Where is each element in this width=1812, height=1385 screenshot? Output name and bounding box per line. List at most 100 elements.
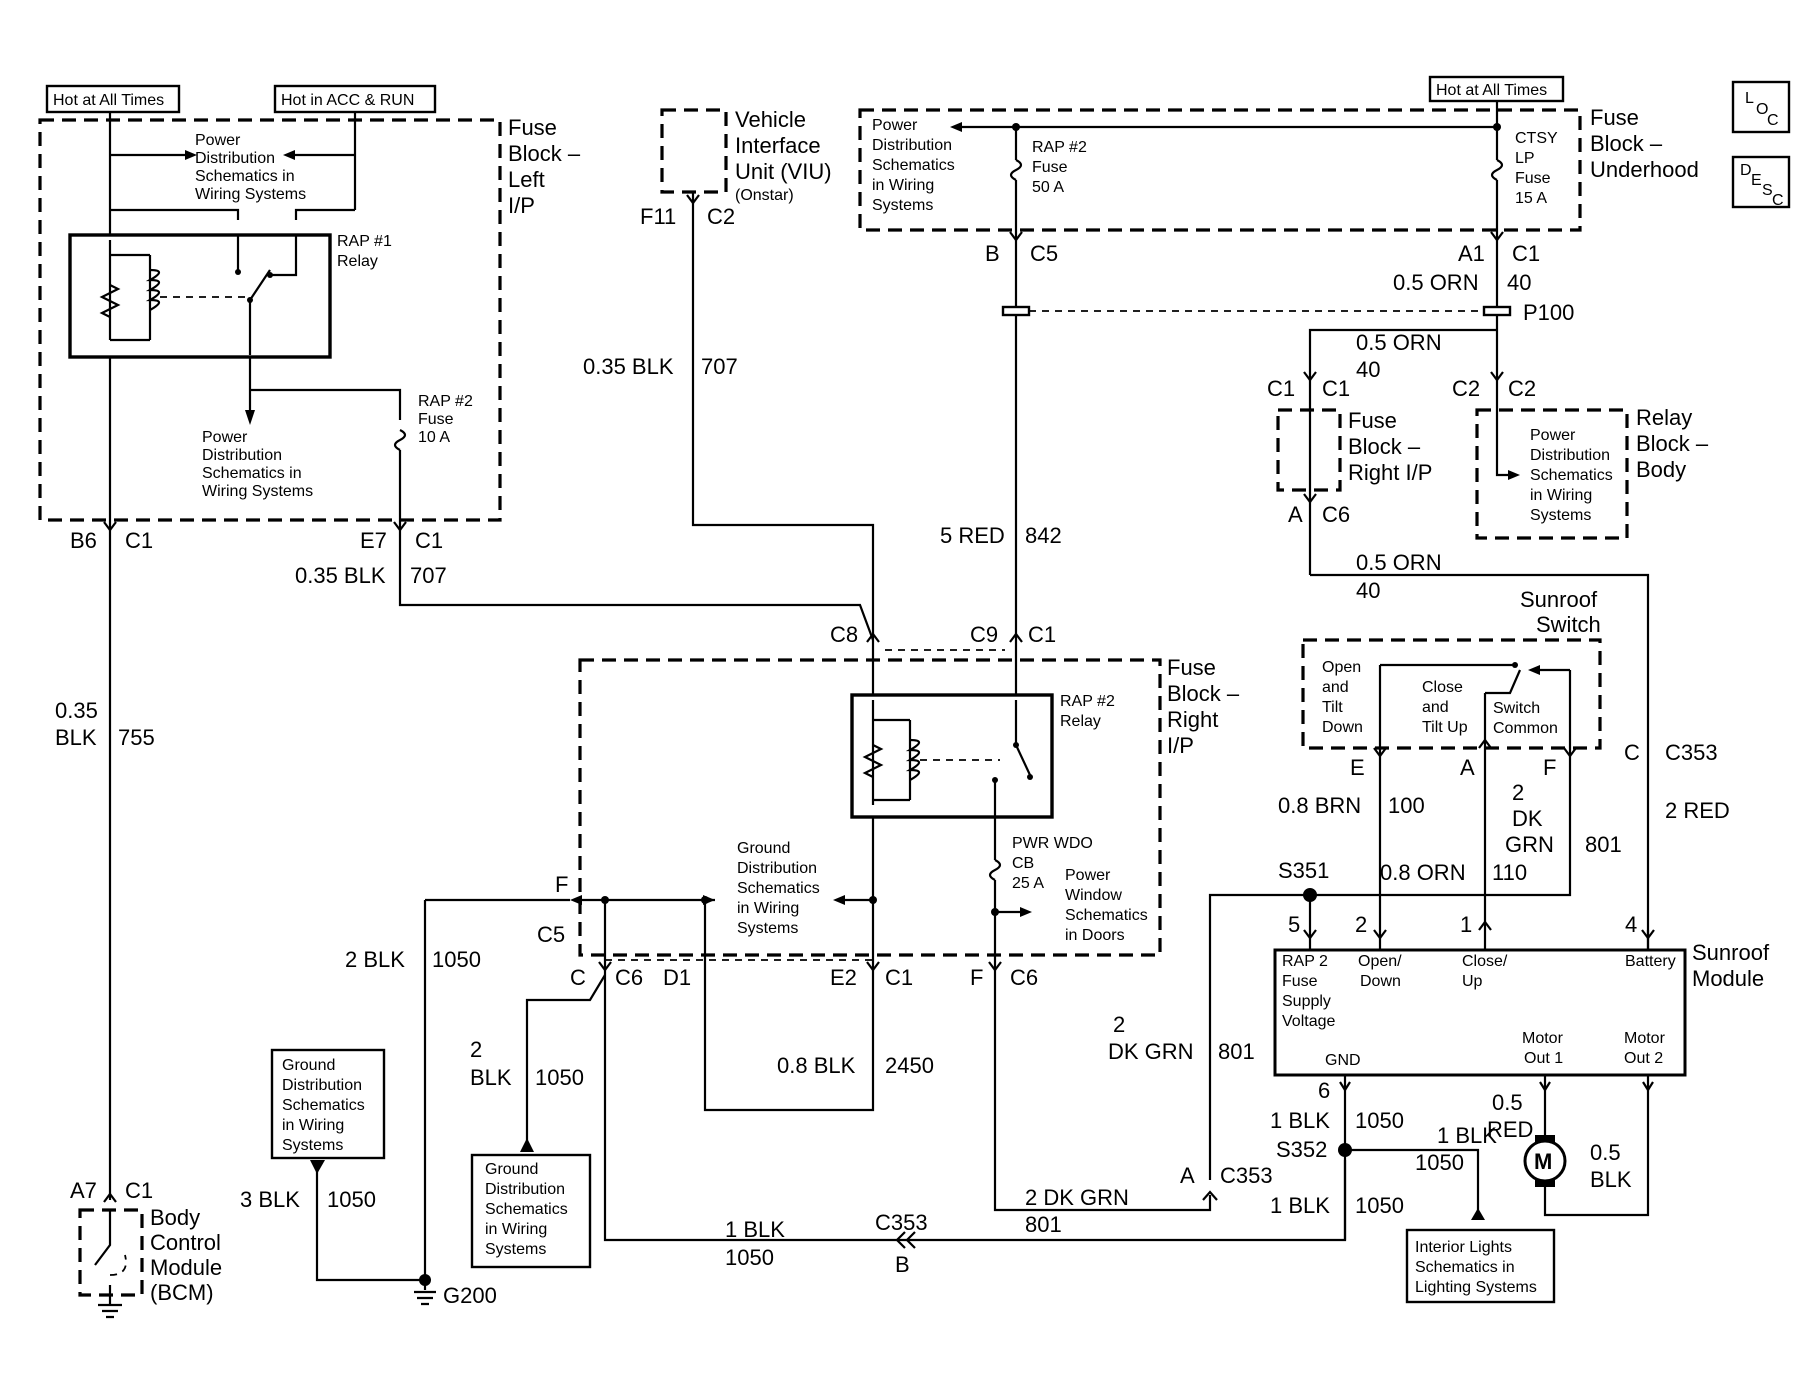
pw-label-4: in Doors <box>1065 927 1125 944</box>
relay-resistor <box>99 284 121 318</box>
fb-rt-title-3: Right I/P <box>1348 460 1432 485</box>
sw-title-2: Switch <box>1536 612 1601 637</box>
desc-symbol <box>1731 155 1791 209</box>
pin-c-c6: C <box>570 965 586 990</box>
conn-c353-c: C353 <box>875 1210 928 1235</box>
fb-rt-title-2: Block – <box>1348 434 1421 459</box>
wire-100-gauge: 0.8 BRN <box>1278 793 1361 818</box>
rap1-relay-label-1: RAP #1 <box>337 233 392 250</box>
rb-pd-1: Power <box>1530 427 1576 444</box>
pd-bot-3: Schematics in <box>202 465 302 482</box>
viu-title-1: Vehicle <box>735 107 806 132</box>
rap2-fuse10-label-1: RAP #2 <box>418 393 473 410</box>
uh-fuse-b-1: CTSY <box>1515 130 1558 147</box>
sw-open-1: Open <box>1322 659 1361 676</box>
rap1-relay-box <box>68 233 332 359</box>
rap2-relay-box <box>850 693 1054 819</box>
conn-c353-b: C353 <box>1220 1163 1273 1188</box>
wire-1050c-number: 1050 <box>1355 1108 1404 1133</box>
wire-801c-gauge: 2 DK GRN <box>1025 1185 1129 1210</box>
pin-d1: D1 <box>663 965 691 990</box>
wire-1050e-number: 1050 <box>1415 1150 1464 1175</box>
loc-desc-symbols: L O C D E S C <box>1731 80 1791 209</box>
wire-100-number: 100 <box>1388 793 1425 818</box>
wire-1050b-gauge-2: BLK <box>470 1065 512 1090</box>
desc-s: S <box>1762 182 1773 199</box>
sunroof-switch-outline <box>1301 638 1602 750</box>
fbr-gd-2: Distribution <box>737 860 817 877</box>
rap2-relay-label-2: Relay <box>1060 713 1101 730</box>
desc-e: E <box>1751 172 1762 189</box>
wire-2450-number: 2450 <box>885 1053 934 1078</box>
rb-pd-4: in Wiring <box>1530 487 1592 504</box>
module-p1-3: Supply <box>1282 993 1331 1010</box>
rap1-relay-label-2: Relay <box>337 253 378 270</box>
rap2-relay-label-1: RAP #2 <box>1060 693 1115 710</box>
sunroof-switch: Sunroof Switch Open and Tilt Down Close … <box>1208 587 1730 1180</box>
relay-block-body-outline <box>1475 408 1629 540</box>
fuse-block-left-title-4: I/P <box>508 193 535 218</box>
pd-bot-1: Power <box>202 429 248 446</box>
sw-close-3: Tilt Up <box>1422 719 1468 736</box>
splice-s351: S351 <box>1278 858 1329 883</box>
loc-l: L <box>1745 90 1754 107</box>
wire-707a-gauge: 0.35 BLK <box>295 563 386 588</box>
conn-c1-f: C1 <box>1267 376 1295 401</box>
pin-a1: A1 <box>1458 241 1485 266</box>
conn-c6-c: C6 <box>1010 965 1038 990</box>
module-gnd: GND <box>1325 1052 1361 1069</box>
wire-1050d-gauge: 1 BLK <box>1270 1193 1330 1218</box>
rb-pd-2: Distribution <box>1530 447 1610 464</box>
loc-o: O <box>1756 101 1768 118</box>
fb-right-title-1: Fuse <box>1167 655 1216 680</box>
conn-c8: C8 <box>830 622 858 647</box>
sw-open-2: and <box>1322 679 1349 696</box>
wire-801a-number: 801 <box>1585 832 1622 857</box>
viu-conn-c2: C2 <box>707 204 735 229</box>
conn-c5: C5 <box>1030 241 1058 266</box>
module-p3-2: Up <box>1462 973 1483 990</box>
conn-c1-h: C1 <box>885 965 913 990</box>
wire-40b-number: 40 <box>1356 357 1380 382</box>
gd-b-1: Ground <box>485 1161 538 1178</box>
uh-fuse-a-2: Fuse <box>1032 159 1068 176</box>
wire-755-gauge-1: 0.35 <box>55 698 98 723</box>
fb-right-title-4: I/P <box>1167 733 1194 758</box>
motor-label: M <box>1534 1149 1552 1174</box>
wire-707b-gauge: 0.35 BLK <box>583 354 674 379</box>
fuse-block-left-outline <box>38 118 502 522</box>
conn-c2-b: C2 <box>1508 376 1536 401</box>
fbr-gd-4: in Wiring <box>737 900 799 917</box>
wire-110-gauge: 0.8 ORN <box>1380 860 1466 885</box>
fuse-block-left-ip: Hot at All Times Hot in ACC & RUN Fuse B… <box>38 84 581 522</box>
module-p4: Battery <box>1625 953 1676 970</box>
wire-801b-number: 801 <box>1218 1039 1255 1064</box>
uh-fuse-a-3: 50 A <box>1032 179 1064 196</box>
sunroof-module-box <box>1273 948 1687 1077</box>
wire-842-gauge: 5 RED <box>940 523 1005 548</box>
il-1: Interior Lights <box>1415 1239 1512 1256</box>
wire-1050a-gauge: 2 BLK <box>345 947 405 972</box>
conn-c1-a: C1 <box>125 528 153 553</box>
gd-a-5: Systems <box>282 1137 343 1154</box>
uh-fuse-b-2: LP <box>1515 150 1535 167</box>
wire-40a-gauge: 0.5 ORN <box>1393 270 1479 295</box>
wire-05red-gauge-2: RED <box>1487 1117 1533 1142</box>
wire-110-number: 110 <box>1492 860 1527 885</box>
pin-2: 2 <box>1355 912 1367 937</box>
conn-c5-b: C5 <box>537 922 565 947</box>
uh-pd-4: in Wiring <box>872 177 934 194</box>
sw-close-2: and <box>1422 699 1449 716</box>
cb-label-2: CB <box>1012 855 1034 872</box>
conn-c2-a: C2 <box>1452 376 1480 401</box>
underhood-title-2: Block – <box>1590 131 1663 156</box>
sw-open-4: Down <box>1322 719 1363 736</box>
cb-label-1: PWR WDO <box>1012 835 1093 852</box>
pin-b-c353: B <box>895 1252 910 1277</box>
pin-4: 4 <box>1625 912 1637 937</box>
pin-a-c353: A <box>1180 1163 1195 1188</box>
bcm-title-1: Body <box>150 1205 200 1230</box>
gd-b-4: in Wiring <box>485 1221 547 1238</box>
